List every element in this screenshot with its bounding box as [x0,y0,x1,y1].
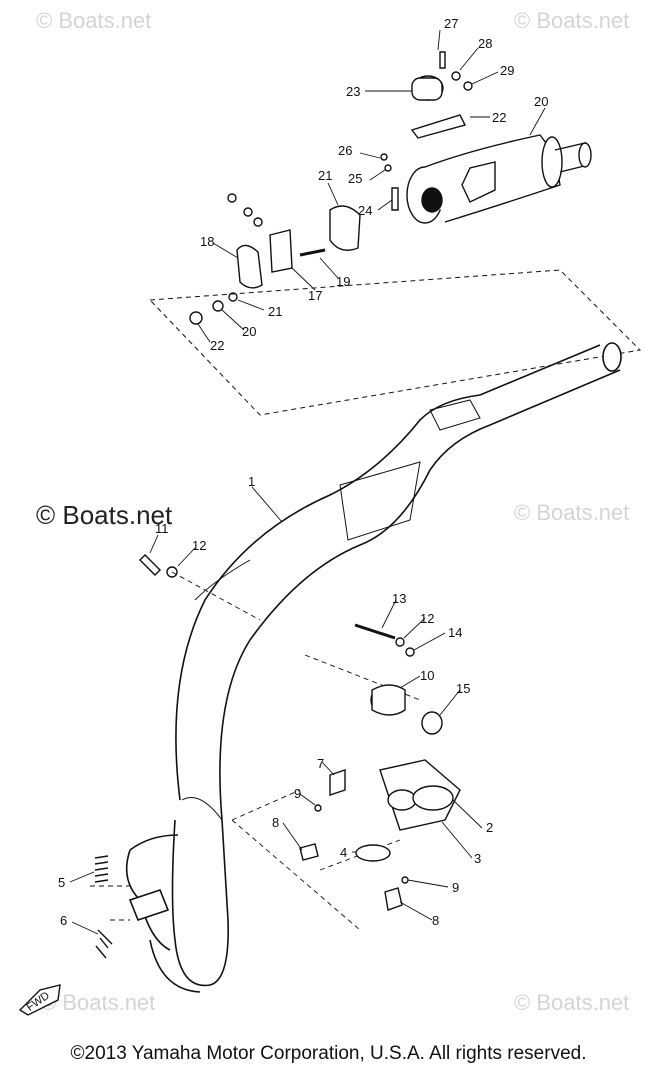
washer-part-19 [212,300,224,312]
rubber-part-25 [411,75,444,101]
callout-16: 17 [308,288,322,303]
callout-23: 21 [318,168,332,183]
washer-part-20 [228,292,238,302]
callout-15: 15 [456,681,470,696]
washer-part-12-b [395,637,405,647]
callout-8-a: 8 [272,815,279,830]
bolt-part-8-a [299,843,319,861]
callout-30: 28 [478,36,492,51]
callout-12-b: 12 [420,611,434,626]
callout-7: 7 [317,756,324,771]
bolt-part-11 [139,554,161,576]
callout-25: 23 [346,84,360,99]
bracket-part-16 [269,229,293,273]
collar-part-15 [421,711,443,735]
exhaust-pipe-part-1 [125,342,622,993]
callout-9-b: 9 [452,880,459,895]
spring-part-5 [94,855,109,883]
callout-18: 19 [336,274,350,289]
watermark-bottom-right: © Boats.net [514,990,630,1015]
callout-31: 29 [500,63,514,78]
callout-3: 3 [474,851,481,866]
callout-9-a: 9 [294,786,301,801]
bolt-part-29 [439,51,446,69]
watermark-top-right: © Boats.net [514,8,630,33]
muffler-part-22 [406,134,592,224]
watermark-mid-left: © Boats.net [36,500,173,530]
callout-5: 5 [58,875,65,890]
watermark-top-left: © Boats.net [36,8,152,33]
callout-6: 6 [60,913,67,928]
nut-part-28 [380,153,388,161]
watermark-mid-right: © Boats.net [514,500,630,525]
copyright-notice: ©2013 Yamaha Motor Corporation, U.S.A. A… [70,1043,587,1064]
bracket-part-24 [410,114,467,139]
washer-part-9-b [401,876,409,884]
callout-27: 25 [348,171,362,186]
gasket-part-4 [355,844,391,862]
washer-part-30 [451,71,461,81]
callout-labels: 27 28 29 23 22 20 26 25 21 24 18 17 19 2… [24,16,548,1014]
callout-19: 20 [242,324,256,339]
spring-part-6 [95,929,113,959]
washer-part-27 [384,164,392,172]
nut-part-31 [463,81,473,91]
damper-part-10 [370,684,406,716]
callout-13: 13 [392,591,406,606]
callout-1: 1 [248,474,255,489]
washer-part-12-a [166,566,178,578]
callout-20: 21 [268,304,282,319]
nut-part-14 [405,647,415,657]
bolt-part-26 [391,187,399,211]
bolt-part-13 [354,623,396,640]
callout-17: 18 [200,234,214,249]
bolt-part-18 [299,248,326,257]
callout-26: 24 [358,203,372,218]
callout-28: 26 [338,143,352,158]
callout-10: 10 [420,668,434,683]
callout-21: 22 [210,338,224,353]
callout-11: 11 [155,521,169,536]
fwd-arrow-icon [18,984,61,1016]
stud-part-7 [329,769,346,796]
callout-4: 4 [340,845,347,860]
callout-12-a: 12 [192,538,206,553]
bolt-part-8-b [384,887,403,911]
callout-22: 20 [534,94,548,109]
callout-29: 27 [444,16,458,31]
clamp-part-23 [329,205,361,251]
callout-8-b: 8 [432,913,439,928]
washer-part-9-a [314,804,322,812]
callout-14: 14 [448,625,462,640]
nut-part-21 [189,311,203,325]
callout-24: 22 [492,110,506,125]
clamp-part-17 [236,244,263,289]
muffler-assembly-frame [148,269,642,416]
gasket-part-2 [412,785,454,811]
callout-2: 2 [486,820,493,835]
